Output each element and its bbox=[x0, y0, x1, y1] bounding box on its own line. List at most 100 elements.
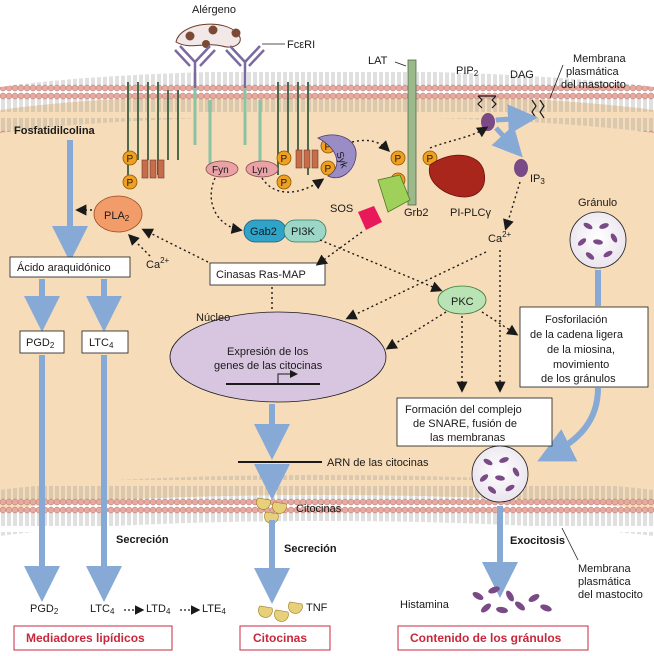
svg-text:P: P bbox=[427, 154, 434, 165]
plc-label: PI-PLCγ bbox=[450, 207, 491, 219]
myosin-label-2: de la cadena ligera bbox=[530, 329, 624, 341]
arachidonic-acid-label: Ácido araquidónico bbox=[17, 261, 111, 274]
membrane-top-label-2: plasmática bbox=[566, 66, 619, 78]
granule-label: Gránulo bbox=[578, 197, 617, 209]
ip3-label: IP3 bbox=[530, 173, 545, 186]
grb2-label: Grb2 bbox=[404, 207, 428, 219]
myosin-label-1: Fosforilación bbox=[545, 314, 607, 326]
category-cytokines-label: Citocinas bbox=[253, 631, 307, 645]
fyn-label: Fyn bbox=[212, 165, 229, 176]
allergen bbox=[175, 23, 241, 48]
nucleus-label: Núcleo bbox=[196, 312, 230, 324]
phospho-groups: P P P P P P P P P bbox=[122, 138, 438, 190]
ras-map-kinases-box bbox=[209, 262, 326, 286]
svg-text:P: P bbox=[325, 164, 332, 175]
granule-bottom bbox=[471, 445, 529, 503]
nucleus bbox=[169, 311, 387, 403]
pgd2-label: PGD2 bbox=[26, 337, 55, 350]
gab2-label: Gab2 bbox=[250, 226, 277, 238]
snare-label-3: las membranas bbox=[430, 432, 506, 444]
membrane-top-label-1: Membrana bbox=[573, 53, 626, 65]
myosin-label-3: de la miosina, bbox=[547, 344, 615, 356]
receptor-alpha-chains bbox=[193, 88, 262, 165]
histamine-molecules bbox=[472, 586, 552, 614]
dag-label: DAG bbox=[510, 69, 534, 81]
membrane-top-label-3: del mastocito bbox=[561, 79, 626, 91]
category-granules-box bbox=[397, 625, 589, 651]
myosin-phosphorylation-box bbox=[519, 306, 649, 388]
sos-factor bbox=[358, 206, 382, 230]
membrane-bottom-label-3: del mastocito bbox=[578, 589, 643, 601]
secretion-left-label: Secreción bbox=[116, 534, 169, 546]
transcription-start bbox=[277, 370, 298, 384]
pla2-label: PLA2 bbox=[104, 210, 130, 223]
pgd2-output-label: PGD2 bbox=[30, 603, 59, 616]
grb2-adaptor bbox=[377, 174, 411, 213]
ltc4-box bbox=[81, 330, 129, 354]
secretion-mid-label: Secreción bbox=[284, 543, 337, 555]
svg-text:P: P bbox=[281, 154, 288, 165]
ca-left-label: Ca2+ bbox=[146, 256, 170, 271]
ltd4-output-label: LTD4 bbox=[146, 603, 171, 616]
ige-fceri-receptor-right bbox=[225, 45, 265, 88]
ltc4-label: LTC4 bbox=[89, 337, 114, 350]
category-cytokines-box bbox=[239, 625, 331, 651]
allergen-label: Alérgeno bbox=[192, 4, 236, 16]
svg-text:P: P bbox=[281, 178, 288, 189]
lyn-label: Lyn bbox=[252, 165, 268, 176]
exocytosis-label: Exocitosis bbox=[510, 535, 565, 547]
category-granules-label: Contenido de los gránulos bbox=[410, 631, 562, 645]
pi-plc-gamma bbox=[428, 154, 486, 198]
mrna-label: ARN de las citocinas bbox=[327, 457, 429, 469]
category-lipid-label: Mediadores lipídicos bbox=[26, 631, 145, 645]
myosin-label-4: movimiento bbox=[553, 359, 609, 371]
pip2-molecule bbox=[477, 95, 497, 109]
myosin-label-5: de los gránulos bbox=[541, 373, 616, 385]
lat-adaptor bbox=[407, 59, 417, 206]
lte4-output-label: LTE4 bbox=[202, 603, 226, 616]
gene-expression-label-2: genes de las citocinas bbox=[214, 360, 323, 372]
pip2-label: PIP2 bbox=[456, 65, 479, 78]
membrane-bottom-label-2: plasmática bbox=[578, 576, 631, 588]
tnf-molecules bbox=[258, 601, 303, 622]
lyn-kinase bbox=[245, 160, 279, 178]
cytoplasm bbox=[0, 93, 654, 510]
cytokines-label: Citocinas bbox=[296, 503, 342, 515]
histamine-label: Histamina bbox=[400, 599, 450, 611]
lat-label: LAT bbox=[368, 55, 388, 67]
membrane-bottom-label-1: Membrana bbox=[578, 563, 631, 575]
pla2-enzyme bbox=[93, 195, 143, 233]
syk-kinase bbox=[317, 134, 357, 179]
snare-label-1: Formación del complejo bbox=[405, 404, 522, 416]
ip3-molecule bbox=[514, 159, 528, 177]
ras-map-label: Cinasas Ras-MAP bbox=[216, 269, 306, 281]
snare-label-2: de SNARE, fusión de bbox=[413, 418, 517, 430]
itam-segments bbox=[141, 149, 319, 179]
receptor-label: FcεRI bbox=[287, 39, 315, 51]
ltc4-output-label: LTC4 bbox=[90, 603, 115, 616]
fyn-kinase bbox=[205, 160, 239, 178]
granule-bottom-contents bbox=[479, 457, 520, 494]
tnf-label: TNF bbox=[306, 602, 328, 614]
snare-formation-box bbox=[396, 397, 553, 447]
ca-right-label: Ca2+ bbox=[488, 230, 512, 245]
gene-expression-label-1: Expresión de los bbox=[227, 346, 309, 358]
pkc-label: PKC bbox=[451, 296, 474, 308]
phosphatidylcholine-label: Fosfatidilcolina bbox=[14, 125, 96, 137]
svg-text:P: P bbox=[127, 178, 134, 189]
svg-text:P: P bbox=[127, 154, 134, 165]
pgd2-box bbox=[19, 330, 65, 354]
pip2-cleavage-arrows bbox=[491, 104, 538, 158]
pi3k-kinase bbox=[283, 219, 327, 243]
svg-text:P: P bbox=[325, 142, 332, 153]
ige-fceri-receptor-left bbox=[174, 45, 216, 88]
pip2-head bbox=[481, 113, 495, 131]
granule-top-contents bbox=[577, 222, 618, 260]
pi3k-label: PI3K bbox=[291, 226, 316, 238]
svg-text:P: P bbox=[395, 154, 402, 165]
category-lipid-box bbox=[13, 625, 173, 651]
sos-label: SOS bbox=[330, 203, 353, 215]
arachidonic-acid-box bbox=[9, 256, 131, 278]
